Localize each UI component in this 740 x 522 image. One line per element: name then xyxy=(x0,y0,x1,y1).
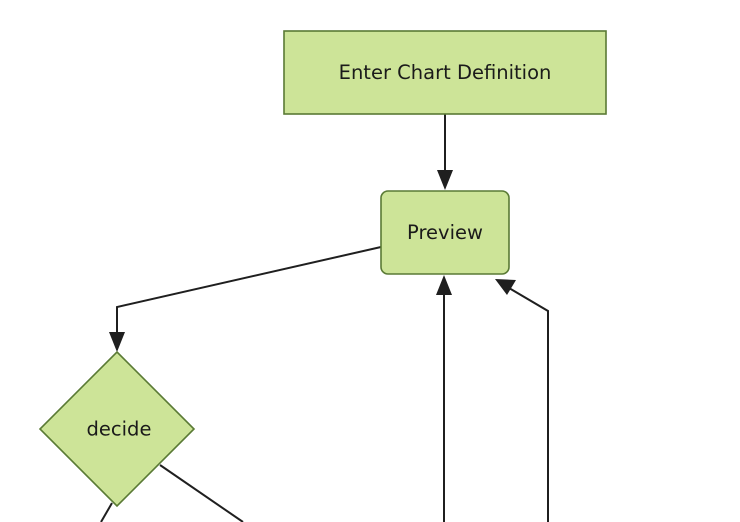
edge-preview-to-decide xyxy=(109,246,382,352)
node-enter-chart-definition-label: Enter Chart Definition xyxy=(339,61,552,84)
edge-offscreen-right-to-preview xyxy=(495,279,549,522)
node-preview-label: Preview xyxy=(407,221,483,244)
edge-decide-down-right-line xyxy=(159,464,244,522)
edge-preview-to-decide-line xyxy=(116,246,382,335)
edge-offscreen-right-to-preview-line xyxy=(508,287,549,522)
arrowhead-icon xyxy=(437,170,453,190)
edge-decide-down-left xyxy=(100,502,113,522)
arrowhead-icon xyxy=(495,279,516,295)
edge-decide-down-right xyxy=(159,464,244,522)
node-enter-chart-definition[interactable]: Enter Chart Definition xyxy=(283,30,607,115)
node-decide-label: decide xyxy=(87,418,152,441)
arrowhead-icon xyxy=(109,332,125,352)
node-preview[interactable]: Preview xyxy=(380,190,510,275)
edge-decide-down-left-line xyxy=(100,502,113,522)
edge-offscreen-center-to-preview xyxy=(436,275,452,522)
node-preview-shape[interactable] xyxy=(380,190,510,275)
arrowhead-icon xyxy=(436,275,452,295)
node-enter-chart-definition-shape[interactable] xyxy=(283,30,607,115)
edge-enter-to-preview xyxy=(437,114,453,190)
node-decide[interactable]: decide xyxy=(38,350,196,508)
node-decide-shape[interactable] xyxy=(38,350,196,508)
